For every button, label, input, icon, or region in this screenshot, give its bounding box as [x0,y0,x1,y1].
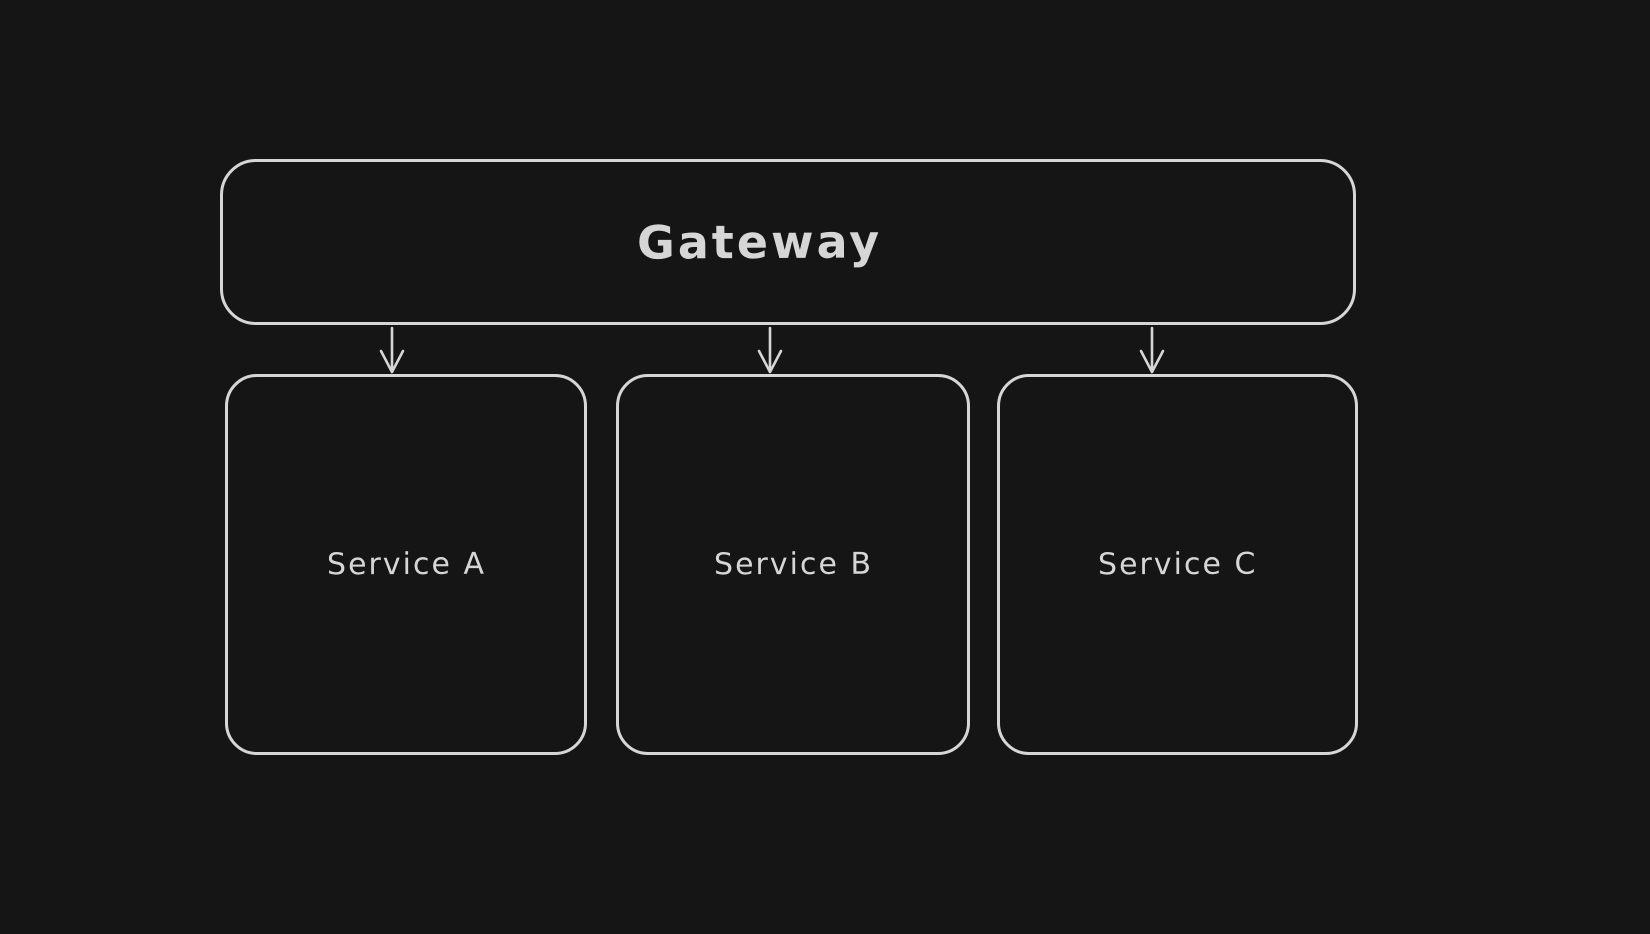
node-gateway-label: Gateway [637,214,883,270]
node-service-a-label: Service A [326,546,486,583]
node-service-a: Service A [225,374,587,755]
arrow-gateway-to-service-c [1139,326,1165,374]
node-service-b-label: Service B [713,546,873,583]
node-gateway: Gateway [220,159,1356,325]
arrow-gateway-to-service-b [757,326,783,374]
arrow-gateway-to-service-a [379,326,405,374]
node-service-c-label: Service C [1097,546,1258,583]
node-service-c: Service C [997,374,1358,755]
node-service-b: Service B [616,374,970,755]
